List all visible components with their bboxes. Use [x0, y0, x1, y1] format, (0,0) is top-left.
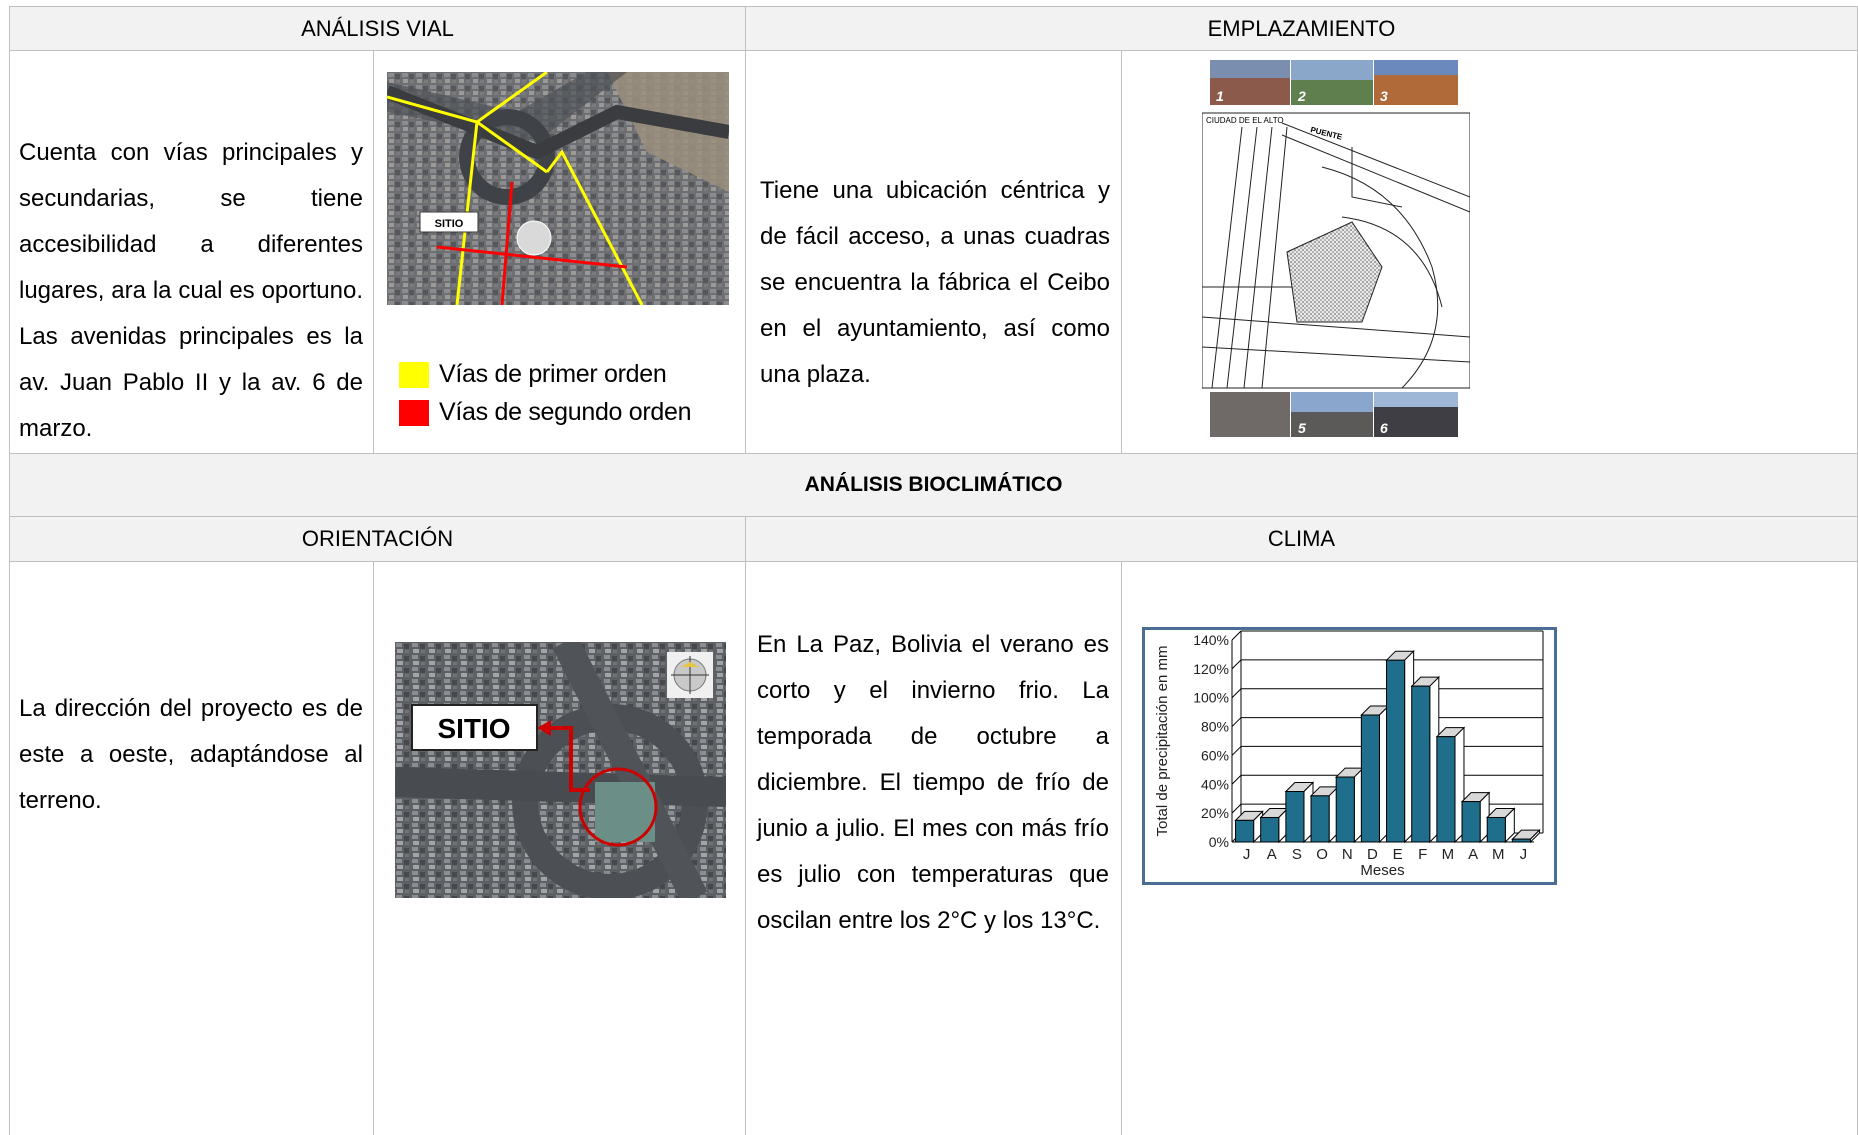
- vial-map-cell: SITIO Vías de primer orden Vías de segun…: [373, 50, 746, 454]
- orientacion-aerial-map: SITIO: [395, 642, 726, 898]
- chart-x-tick-label: M: [1492, 846, 1505, 863]
- chart-x-axis-label: Meses: [1360, 862, 1404, 879]
- photo-number-1: 1: [1216, 88, 1224, 104]
- chart-bar: [1511, 838, 1531, 843]
- chart-grid-diagonal: [1231, 803, 1242, 814]
- analysis-table: ANÁLISIS VIAL EMPLAZAMIENTO Cuenta con v…: [9, 6, 1858, 1135]
- orientacion-site-label-box: [411, 704, 538, 751]
- chart-bar: [1411, 685, 1431, 843]
- chart-y-tick-label: 60%: [1201, 747, 1229, 763]
- chart-bar: [1260, 816, 1280, 843]
- chart-bar: [1335, 776, 1355, 843]
- emplazamiento-site-plan: 1 2 3 CIUDAD DE EL ALTO PUENTE: [1202, 57, 1470, 447]
- emplazamiento-plan-cell: 1 2 3 CIUDAD DE EL ALTO PUENTE: [1121, 50, 1858, 454]
- clima-paragraph: En La Paz, Bolivia el verano es corto y …: [757, 631, 1109, 934]
- chart-x-tick-label: J: [1520, 846, 1528, 863]
- chart-y-tick-label: 0%: [1209, 834, 1229, 850]
- header-clima: CLIMA: [745, 516, 1858, 562]
- chart-y-axis-label: Total de precipitación en mm: [1154, 646, 1171, 837]
- orientacion-site-label: SITIO: [437, 713, 510, 744]
- chart-bar: [1285, 791, 1305, 843]
- chart-x-tick-label: J: [1243, 846, 1251, 863]
- chart-y-tick-label: 140%: [1193, 632, 1229, 648]
- chart-grid-diagonal: [1231, 630, 1242, 641]
- vial-site-label-box: [419, 211, 479, 233]
- chart-y-tick-label: 20%: [1201, 805, 1229, 821]
- chart-x-tick-label: S: [1292, 846, 1302, 863]
- chart-y-tick-label: 40%: [1201, 776, 1229, 792]
- photo-number-2: 2: [1297, 88, 1306, 104]
- header-bioclimatico-text: ANÁLISIS BIOCLIMÁTICO: [804, 473, 1063, 496]
- vial-site-label: SITIO: [435, 218, 464, 230]
- header-orientacion: ORIENTACIÓN: [9, 516, 746, 562]
- vial-aerial-map: SITIO: [387, 72, 729, 305]
- legend-item-primary: Vías de primer orden: [399, 360, 667, 389]
- vial-text-cell: Cuenta con vías principales y secundaria…: [9, 50, 374, 454]
- orientacion-map-cell: SITIO: [373, 561, 746, 1135]
- chart-y-tick-label: 80%: [1201, 719, 1229, 735]
- header-orientacion-text: ORIENTACIÓN: [301, 526, 454, 551]
- chart-grid-diagonal: [1231, 774, 1242, 785]
- orientacion-paragraph: La dirección del proyecto es de este a o…: [19, 695, 363, 814]
- clima-text-cell: En La Paz, Bolivia el verano es corto y …: [745, 561, 1122, 1135]
- chart-grid-diagonal: [1231, 659, 1242, 670]
- emplazamiento-site-plan-image: 1 2 3 CIUDAD DE EL ALTO PUENTE: [1202, 57, 1470, 447]
- legend-label-primary: Vías de primer orden: [439, 360, 667, 388]
- chart-x-tick-label: M: [1442, 846, 1455, 863]
- chart-bar: [1461, 801, 1481, 843]
- plan-top-label: CIUDAD DE EL ALTO: [1206, 116, 1284, 125]
- compass-icon: [667, 652, 713, 698]
- header-analisis-vial-text: ANÁLISIS VIAL: [301, 15, 454, 41]
- header-emplazamiento: EMPLAZAMIENTO: [745, 6, 1858, 51]
- chart-bar: [1360, 714, 1380, 843]
- chart-y-tick-label: 100%: [1193, 690, 1229, 706]
- emplazamiento-text-cell: Tiene una ubicación céntrica y de fácil …: [745, 50, 1122, 454]
- chart-x-tick-label: D: [1367, 846, 1378, 863]
- legend-swatch-red: [399, 399, 429, 426]
- chart-x-tick-label: A: [1267, 846, 1277, 863]
- chart-x-tick-label: F: [1418, 846, 1427, 863]
- chart-x-tick-label: O: [1316, 846, 1328, 863]
- orientacion-text-cell: La dirección del proyecto es de este a o…: [9, 561, 374, 1135]
- chart-y-tick-label: 120%: [1193, 661, 1229, 677]
- chart-bar: [1310, 795, 1330, 843]
- emplazamiento-paragraph: Tiene una ubicación céntrica y de fácil …: [760, 177, 1110, 388]
- chart-bar: [1486, 816, 1506, 843]
- vial-aerial-map-image: SITIO: [387, 72, 729, 305]
- chart-grid-diagonal: [1231, 746, 1242, 756]
- chart-x-tick-label: E: [1393, 846, 1403, 863]
- legend-label-secondary: Vías de segundo orden: [439, 398, 692, 426]
- chart-bar: [1436, 736, 1456, 843]
- chart-bar: [1386, 659, 1406, 843]
- photo-number-6: 6: [1380, 420, 1388, 436]
- chart-grid-diagonal: [1231, 717, 1242, 727]
- header-clima-text: CLIMA: [1267, 526, 1336, 551]
- legend-item-secondary: Vías de segundo orden: [399, 398, 692, 427]
- header-analisis-vial: ANÁLISIS VIAL: [9, 6, 746, 51]
- legend-swatch-yellow: [399, 361, 429, 388]
- photo-number-5: 5: [1298, 420, 1306, 436]
- header-bioclimatico: ANÁLISIS BIOCLIMÁTICO: [9, 453, 1858, 517]
- chart-x-tick-label: N: [1342, 846, 1353, 863]
- photo-number-3: 3: [1380, 88, 1388, 104]
- header-emplazamiento-text: EMPLAZAMIENTO: [1207, 15, 1396, 41]
- chart-x-tick-label: A: [1468, 846, 1478, 863]
- chart-grid-diagonal: [1231, 688, 1242, 699]
- vial-paragraph: Cuenta con vías principales y secundaria…: [19, 139, 363, 442]
- chart-bar: [1235, 819, 1255, 843]
- orientacion-aerial-map-image: SITIO: [395, 642, 726, 898]
